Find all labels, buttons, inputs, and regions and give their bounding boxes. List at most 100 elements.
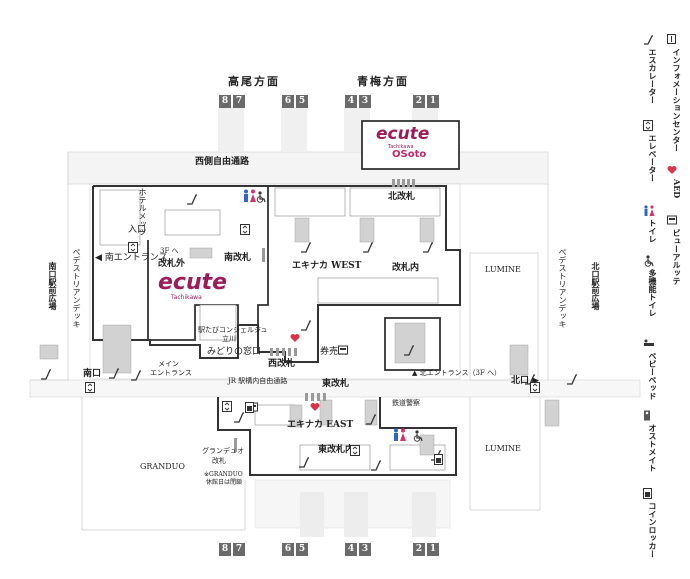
south-deck-label: ペデストリアンデッキ <box>72 248 81 328</box>
legend-label-baby-bed: ベビーベッド <box>648 352 658 400</box>
elevator-icon <box>128 242 138 253</box>
jr-passage-label: JR 駅構内自由通路 <box>228 377 288 385</box>
view-alte-icon <box>338 345 348 355</box>
escalator-icon <box>371 460 381 471</box>
toilet-icon <box>644 205 658 216</box>
north-deck-label: ペデストリアンデッキ <box>558 248 567 328</box>
ekinaka-east-label: エキナカ EAST <box>287 420 354 430</box>
escalator-icon <box>109 368 119 379</box>
north-gate-label: 北改札 <box>388 192 416 202</box>
legend-item-ostomate: オストメイト <box>643 410 663 472</box>
elevator-icon <box>530 382 540 393</box>
ecute-osoto-name: OSoto <box>392 149 427 160</box>
escalator-icon <box>404 345 414 356</box>
north-plaza-label: 北口駅前広場 <box>591 262 601 310</box>
west-free-passage-label: 西側自由通路 <box>195 157 250 167</box>
concierge-label: 駅たびコンシェルジュ <box>198 326 268 334</box>
aed-icon <box>310 403 320 411</box>
south-plaza-label: 南口駅前広場 <box>48 262 58 310</box>
platform-number-2-bottom: 2 <box>413 543 425 556</box>
ekinaka-west-label: エキナカ WEST <box>292 261 362 271</box>
legend-item-toilet: トイレ <box>643 205 663 243</box>
escalator-icon <box>363 242 373 253</box>
legend-label-escalator: エスカレーター <box>648 48 658 104</box>
lumine-top-label: LUMINE <box>485 265 521 274</box>
granduo-label: GRANDUO <box>140 462 185 471</box>
east-gate-label: 東改札 <box>322 379 350 389</box>
lumine-bottom-label: LUMINE <box>485 444 521 453</box>
north-entrance-label: ▲ 北エントランス（3F へ） <box>412 369 502 377</box>
legend-item-coin-locker: コインロッカー <box>643 488 663 558</box>
legend-label-toilet: トイレ <box>648 219 658 243</box>
coin-locker-icon <box>245 402 254 413</box>
platform-number-3-top: 3 <box>359 95 371 108</box>
south-entrance-label: ◀ 南エントランス <box>95 253 168 263</box>
ecute-osoto-sub: Tachikawa <box>388 144 414 150</box>
toilet-icon <box>244 189 256 202</box>
granduo-gate-label-2: 改札 <box>212 457 226 465</box>
main-entrance-label-2: エントランス <box>150 369 192 377</box>
takao-direction-label: 高尾方面 <box>228 75 280 88</box>
hotel-entrance-label: 入口 <box>128 225 147 235</box>
information-center-icon <box>667 34 682 45</box>
coin-locker-icon <box>643 488 658 499</box>
south-exit-label: 南口 <box>83 369 102 379</box>
toilet-icon <box>394 428 406 441</box>
platform-number-2-top: 2 <box>413 95 425 108</box>
south-gate-label: 南改札 <box>224 253 252 263</box>
platform-number-8-top: 8 <box>219 95 231 108</box>
legend-label-coin-locker: コインロッカー <box>648 502 658 558</box>
escalator-icon <box>301 242 311 253</box>
legend-label-multipurpose: 多機能トイレ <box>648 269 658 317</box>
legend-label-view-alte: ビューアルッテ <box>672 229 682 285</box>
north-exit-label: 北口 ▶ <box>511 376 540 386</box>
multipurpose-toilet-icon <box>256 191 266 203</box>
ome-direction-label: 青梅方面 <box>357 75 409 88</box>
main-entrance-label: メイン <box>158 360 179 368</box>
legend-item-elevator: エレベーター <box>643 120 663 182</box>
platform-number-6-top: 6 <box>282 95 294 108</box>
escalator-icon <box>234 412 244 423</box>
platform-number-4-bottom: 4 <box>345 543 357 556</box>
legend-item-escalator: エスカレーター <box>643 34 663 104</box>
coin-locker-icon <box>434 454 443 465</box>
ostomate-icon <box>644 410 658 421</box>
ecute-main-sub: Tachikawa <box>171 294 202 301</box>
legend-label-elevator: エレベーター <box>648 134 658 182</box>
platform-number-8-bottom: 8 <box>219 543 231 556</box>
platform-number-4-top: 4 <box>345 95 357 108</box>
elevator-icon <box>240 224 250 235</box>
legend-label-information: インフォメーションセンター <box>672 48 682 152</box>
escalator-icon <box>131 370 141 381</box>
ticket-machine-label: 券売機 <box>320 347 348 357</box>
escalator-icon <box>366 414 376 425</box>
ecute-main-logo[interactable]: ecute <box>158 270 228 295</box>
platform-number-5-top: 5 <box>296 95 308 108</box>
platform-number-6-bottom: 6 <box>282 543 294 556</box>
ecute-osoto-logo[interactable]: ecute <box>376 124 430 144</box>
platform-number-1-top: 1 <box>427 95 439 108</box>
elevator-icon <box>222 401 232 412</box>
aed-icon <box>290 334 300 342</box>
aed-icon <box>667 165 682 176</box>
platform-number-1-bottom: 1 <box>427 543 439 556</box>
railway-police-label: 鉄道警察 <box>392 399 420 407</box>
platform-number-7-top: 7 <box>233 95 245 108</box>
legend-label-ostomate: オストメイト <box>648 424 658 472</box>
multipurpose-toilet-icon <box>413 430 423 442</box>
granduo-note-label: ※GRANDUO <box>204 471 243 478</box>
escalator-icon <box>567 374 577 385</box>
elevator-icon <box>85 382 95 393</box>
west-gate-label: 西改札 <box>268 359 296 369</box>
escalator-icon <box>41 369 51 380</box>
platform-number-5-bottom: 5 <box>296 543 308 556</box>
legend-item-multipurpose: 多機能トイレ <box>643 255 663 317</box>
hotel-mets-label: ホテルメッツ <box>138 188 147 236</box>
escalator-icon <box>423 242 433 253</box>
legend-label-aed: AED <box>672 179 682 199</box>
escalator-icon <box>299 457 309 468</box>
escalator-icon <box>187 194 197 205</box>
baby-bed-icon <box>644 338 658 349</box>
legend-item-information: インフォメーションセンター <box>667 34 687 152</box>
